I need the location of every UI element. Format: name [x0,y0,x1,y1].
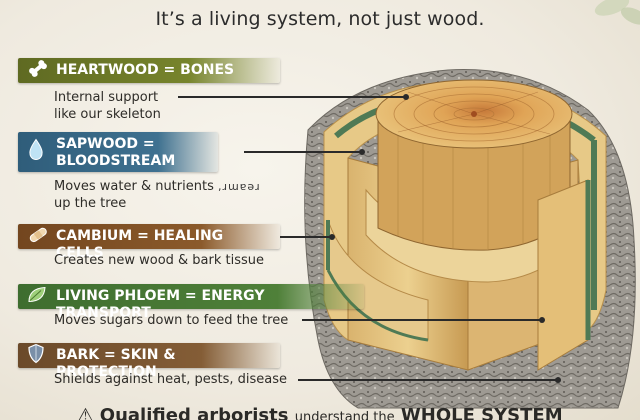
sapwood-garbled-text: ,ɹɯɐəɹ [218,180,261,193]
phloem-leader-line [302,317,545,323]
bone-icon [27,59,49,82]
heartwood-title: HEARTWOOD = BONES [56,62,235,78]
bark-title: BARK = SKIN & PROTECTION [56,347,176,380]
bark-description: Shields against heat, pests, disease [54,371,287,388]
leaf-icon [27,285,47,308]
footer-part-2: understand the [294,410,395,420]
heartwood-description: Internal support like our skeleton [54,89,161,123]
cambium-desc-line: Creates new wood & bark tissue [54,253,265,268]
cambium-label: CAMBIUM = HEALING CELLS [18,224,280,261]
phloem-label: LIVING PHLOEM = ENERGY TRANSPORT [18,284,364,321]
phloem-desc-line: Moves sugars down to feed the tree [54,313,289,328]
warning-icon: ⚠ [77,405,94,420]
heartwood-desc-line-2: like our skeleton [54,107,161,122]
sapwood-desc-line-2: up the tree [54,196,127,211]
water-drop-icon [27,138,45,166]
phloem-description: Moves sugars down to feed the tree [54,312,288,329]
sapwood-desc-line-1: Moves water & nutrients [54,179,214,194]
cambium-description: Creates new wood & bark tissue [54,252,264,269]
bark-leader-line [298,377,561,383]
sapwood-title-line-1: SAPWOOD = [56,136,155,152]
tree-stump-cross-section [304,69,636,409]
heartwood-label: HEARTWOOD = BONES [18,58,280,83]
bandage-icon [27,225,49,248]
cambium-leader-line [280,234,335,240]
phloem-title: LIVING PHLOEM = ENERGY TRANSPORT [56,288,265,321]
heartwood-desc-line-1: Internal support [54,90,159,105]
cambium-title: CAMBIUM = HEALING CELLS [56,228,224,261]
sapwood-leader-line [244,149,365,155]
footer-message: ⚠ Qualified arborists understand the WHO… [0,405,640,420]
heartwood-leader-line [178,94,409,100]
tagline: It’s a living system, not just wood. [155,8,485,30]
leaf-decoration-icon [594,0,640,25]
sapwood-title-line-2: BLOODSTREAM [56,153,176,169]
sapwood-description: Moves water & nutrients ,ɹɯɐəɹ up the tr… [54,178,261,212]
footer-part-3: WHOLE SYSTEM [400,405,563,420]
footer-part-1: Qualified arborists [99,405,289,420]
bark-label: BARK = SKIN & PROTECTION [18,343,280,380]
bark-desc-line: Shields against heat, pests, disease [54,372,288,387]
sapwood-label: SAPWOOD = BLOODSTREAM [18,132,218,172]
shield-icon [27,343,45,368]
